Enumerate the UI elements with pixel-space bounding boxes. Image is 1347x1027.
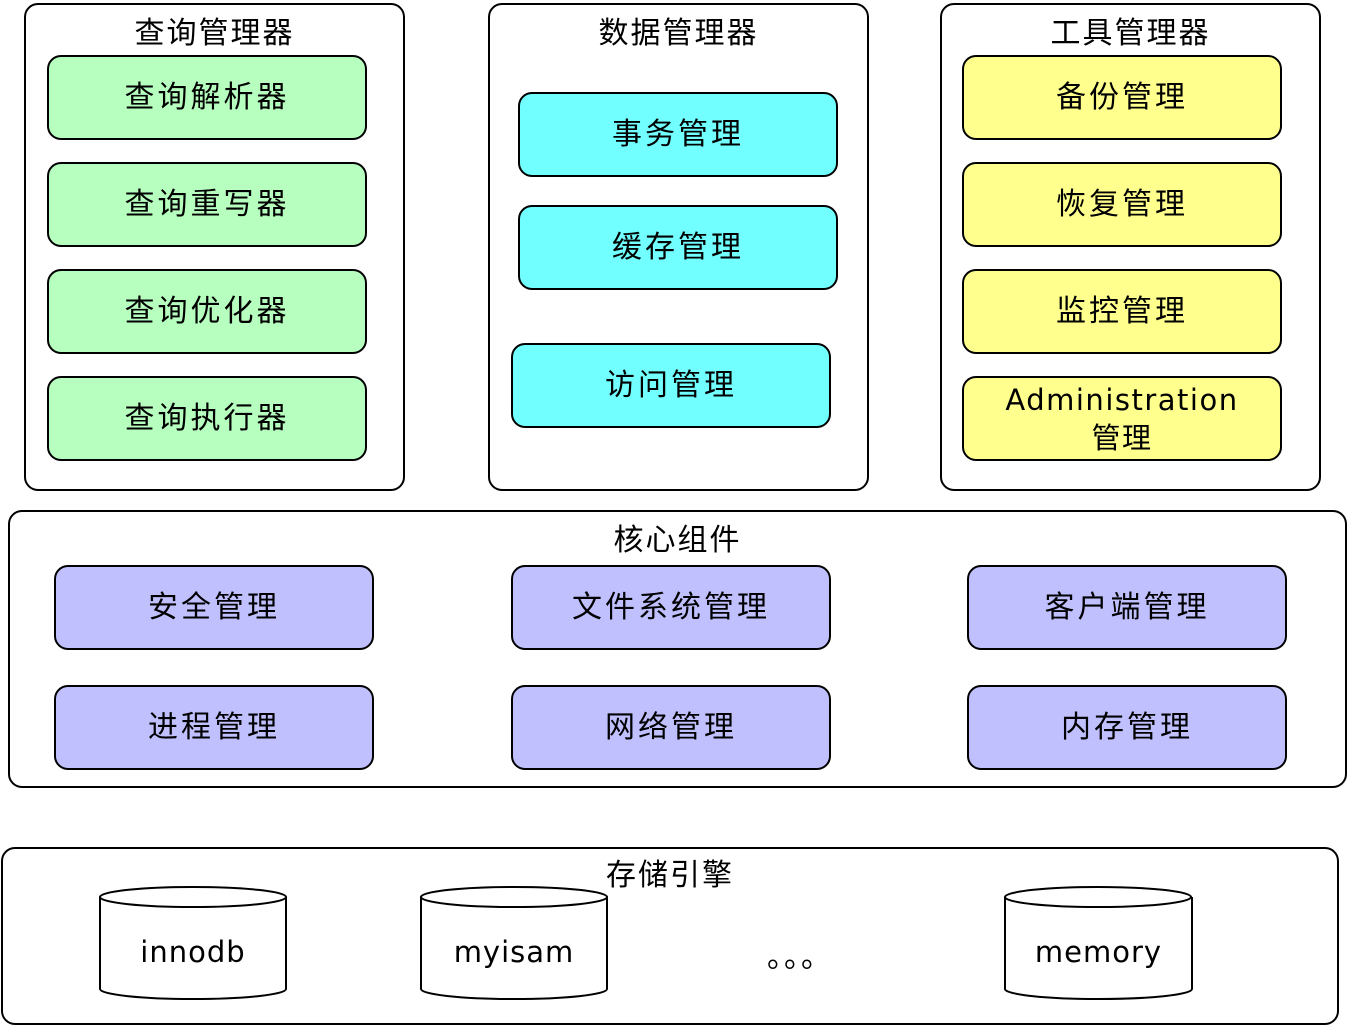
ellipsis-label: 。。。: [767, 940, 833, 975]
cache-management-label: 缓存管理: [612, 229, 744, 265]
tool-manager-title: 工具管理器: [1050, 16, 1211, 51]
backup-management-label: 备份管理: [1056, 79, 1188, 115]
administration-label: Administration: [1005, 382, 1239, 417]
core-components-title: 核心组件: [613, 523, 742, 558]
memory-management-box[interactable]: 内存管理: [967, 685, 1287, 770]
access-management-box[interactable]: 访问管理: [511, 343, 831, 428]
transaction-management-label: 事务管理: [612, 116, 744, 152]
monitoring-management-label: 监控管理: [1056, 293, 1188, 329]
cache-management-box[interactable]: 缓存管理: [518, 205, 838, 290]
myisam-label: myisam: [453, 935, 575, 969]
process-management-box[interactable]: 进程管理: [54, 685, 374, 770]
filesystem-management-label: 文件系统管理: [572, 589, 770, 625]
query-optimizer-label: 查询优化器: [124, 293, 290, 329]
memory-cylinder[interactable]: [1004, 886, 1193, 1001]
transaction-management-box[interactable]: 事务管理: [518, 92, 838, 177]
security-management-box[interactable]: 安全管理: [54, 565, 374, 650]
innodb-cylinder[interactable]: [99, 886, 287, 1000]
myisam-cylinder[interactable]: [420, 886, 608, 1000]
recovery-management-box[interactable]: 恢复管理: [962, 162, 1282, 247]
monitoring-management-box[interactable]: 监控管理: [962, 269, 1282, 354]
filesystem-management-box[interactable]: 文件系统管理: [511, 565, 831, 650]
network-management-label: 网络管理: [605, 709, 737, 745]
query-executor-box[interactable]: 查询执行器: [47, 376, 367, 461]
client-management-label: 客户端管理: [1044, 589, 1210, 625]
data-manager-title: 数据管理器: [598, 16, 759, 51]
network-management-box[interactable]: 网络管理: [511, 685, 831, 770]
storage-engine-title-text: 存储引擎: [606, 858, 734, 893]
query-rewriter-box[interactable]: 查询重写器: [47, 162, 367, 247]
administration-management-label: 管理: [1091, 420, 1153, 455]
administration-management-box[interactable]: Administration 管理: [962, 376, 1282, 461]
query-manager-title: 查询管理器: [134, 16, 295, 51]
query-parser-label: 查询解析器: [124, 79, 290, 115]
client-management-box[interactable]: 客户端管理: [967, 565, 1287, 650]
access-management-label: 访问管理: [605, 367, 737, 403]
security-management-label: 安全管理: [148, 589, 280, 625]
memory-label: memory: [1034, 935, 1163, 969]
memory-management-label: 内存管理: [1061, 709, 1193, 745]
innodb-label: innodb: [140, 935, 246, 969]
query-rewriter-label: 查询重写器: [124, 186, 290, 222]
recovery-management-label: 恢复管理: [1056, 186, 1188, 222]
query-optimizer-box[interactable]: 查询优化器: [47, 269, 367, 354]
process-management-label: 进程管理: [148, 709, 280, 745]
backup-management-box[interactable]: 备份管理: [962, 55, 1282, 140]
query-executor-label: 查询执行器: [124, 400, 290, 436]
query-parser-box[interactable]: 查询解析器: [47, 55, 367, 140]
